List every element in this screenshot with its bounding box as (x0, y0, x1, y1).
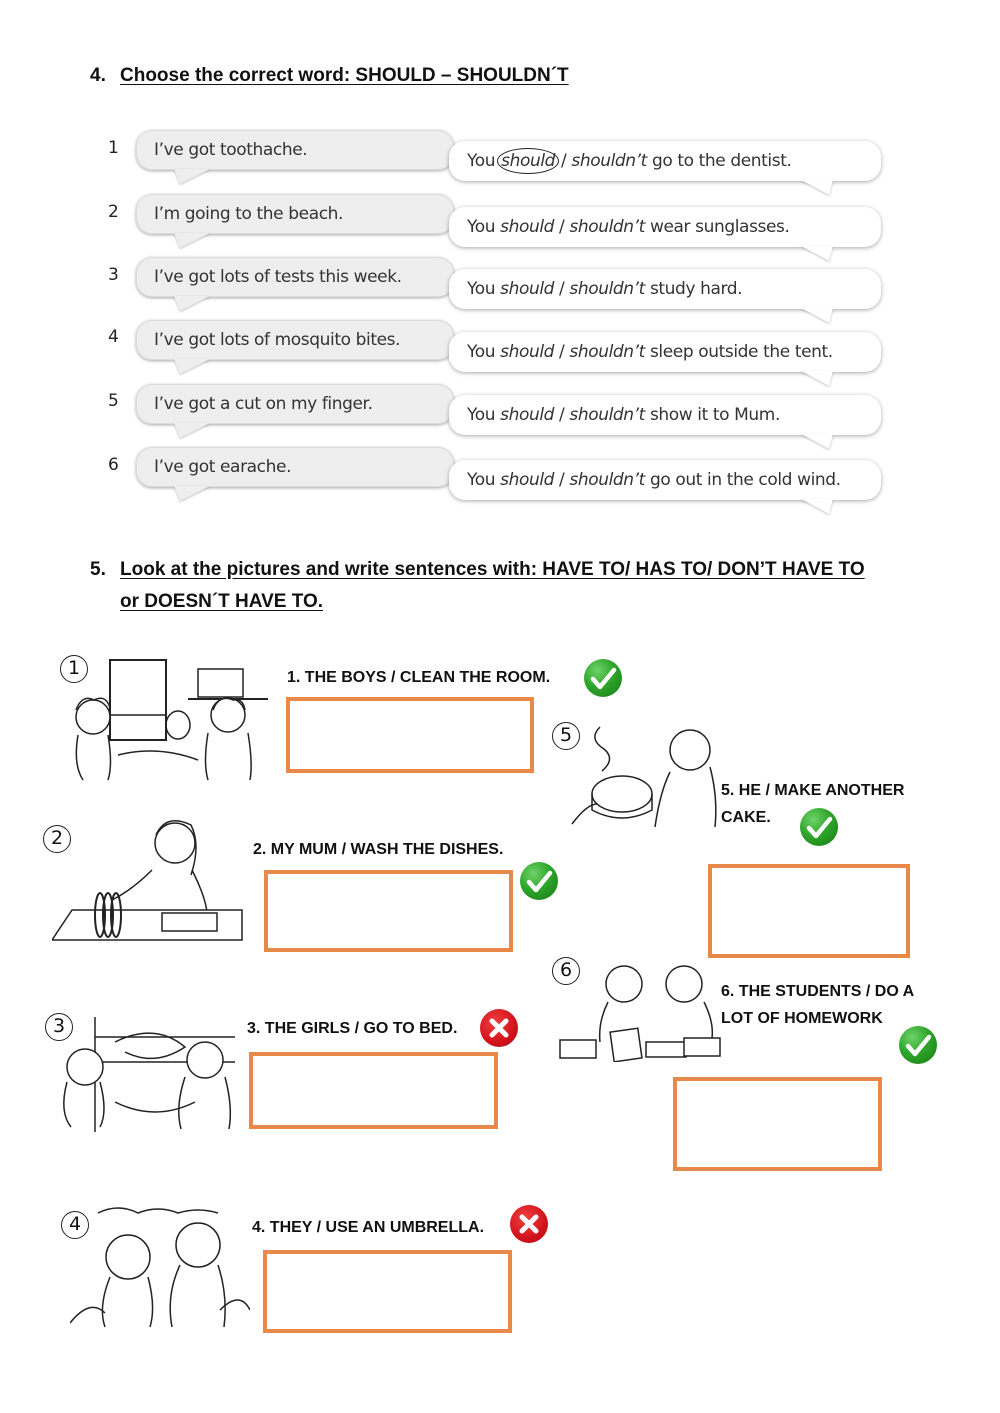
cross-icon (480, 1009, 518, 1047)
item-1-prompt: 1. THE BOYS / CLEAN THE ROOM. (287, 669, 551, 686)
answer-box-1[interactable] (286, 697, 534, 773)
row-number: 3 (108, 265, 119, 285)
couple-walking-illustration (70, 1207, 250, 1328)
problem-bubble: I’m going to the beach. (136, 194, 454, 234)
item-6-prompt: 6. THE STUDENTS / DO A LOT OF HOMEWORK (721, 983, 915, 1027)
exercise-5-title-line1: Look at the pictures and write sentences… (120, 559, 865, 580)
answer-box-4[interactable] (263, 1250, 512, 1333)
advice-bubble: You should / shouldn’t go to the dentist… (449, 141, 881, 181)
advice-bubble: You should / shouldn’t sleep outside the… (449, 332, 881, 372)
option-shouldnt[interactable]: shouldn’t (569, 405, 645, 425)
problem-bubble: I’ve got lots of tests this week. (136, 257, 454, 297)
answer-box-2[interactable] (264, 870, 513, 952)
advice-bubble: You should / shouldn’t go out in the col… (449, 460, 881, 500)
option-should[interactable]: should (500, 405, 555, 425)
option-shouldnt[interactable]: shouldn’t (569, 470, 645, 490)
mum-washing-dishes-illustration (52, 820, 243, 941)
row-number: 5 (108, 391, 119, 411)
picture-number: 6 (552, 957, 580, 985)
picture-number: 5 (552, 722, 580, 750)
boys-cleaning-illustration (75, 659, 268, 781)
item-3-prompt: 3. THE GIRLS / GO TO BED. (247, 1020, 458, 1037)
problem-bubble: I’ve got lots of mosquito bites. (136, 320, 454, 360)
check-icon (520, 862, 558, 900)
cross-icon (510, 1205, 548, 1243)
picture-number: 2 (43, 825, 71, 853)
option-shouldnt[interactable]: shouldn’t (571, 151, 647, 171)
check-icon (584, 659, 622, 697)
option-shouldnt[interactable]: shouldn’t (569, 217, 645, 237)
answer-box-5[interactable] (708, 864, 910, 958)
problem-bubble: I’ve got a cut on my finger. (136, 384, 454, 424)
exercise-5-number: 5. (90, 559, 106, 580)
exercise-5-heading: 5. Look at the pictures and write sentenc… (90, 554, 940, 618)
answer-box-6[interactable] (673, 1077, 882, 1171)
item-2-prompt: 2. MY MUM / WASH THE DISHES. (253, 841, 504, 858)
option-should[interactable]: should (500, 217, 555, 237)
problem-bubble: I’ve got earache. (136, 447, 454, 487)
option-shouldnt[interactable]: shouldn’t (569, 279, 645, 299)
option-should[interactable]: should (500, 342, 555, 362)
problem-bubble: I’ve got toothache. (136, 130, 454, 170)
picture-number: 4 (61, 1211, 89, 1239)
row-number: 1 (108, 138, 119, 158)
check-icon (800, 808, 838, 846)
answer-box-3[interactable] (249, 1052, 498, 1129)
burnt-cake-illustration (571, 726, 717, 828)
picture-number: 3 (45, 1013, 73, 1041)
row-number: 4 (108, 327, 119, 347)
option-should[interactable]: should (500, 470, 555, 490)
item-5-prompt: 5. HE / MAKE ANOTHER CAKE. (721, 782, 905, 826)
check-icon (899, 1026, 937, 1064)
item-4-prompt: 4. THEY / USE AN UMBRELLA. (252, 1219, 485, 1236)
students-homework-illustration (559, 965, 721, 1062)
option-should-circled[interactable]: should (497, 148, 560, 174)
exercise-4-heading: 4. Choose the correct word: SHOULD – SHOU… (90, 60, 569, 92)
advice-bubble: You should / shouldn’t show it to Mum. (449, 395, 881, 435)
exercise-4-title: Choose the correct word: SHOULD – SHOULD… (120, 65, 569, 86)
option-should[interactable]: should (500, 279, 555, 299)
row-number: 6 (108, 455, 119, 475)
picture-number: 1 (60, 655, 88, 683)
option-shouldnt[interactable]: shouldn’t (569, 342, 645, 362)
exercise-5-title-line2: or DOESN´T HAVE TO. (120, 591, 324, 612)
row-number: 2 (108, 202, 119, 222)
advice-bubble: You should / shouldn’t study hard. (449, 269, 881, 309)
exercise-4-number: 4. (90, 65, 106, 86)
girls-bedtime-illustration (63, 1017, 235, 1132)
advice-bubble: You should / shouldn’t wear sunglasses. (449, 207, 881, 247)
